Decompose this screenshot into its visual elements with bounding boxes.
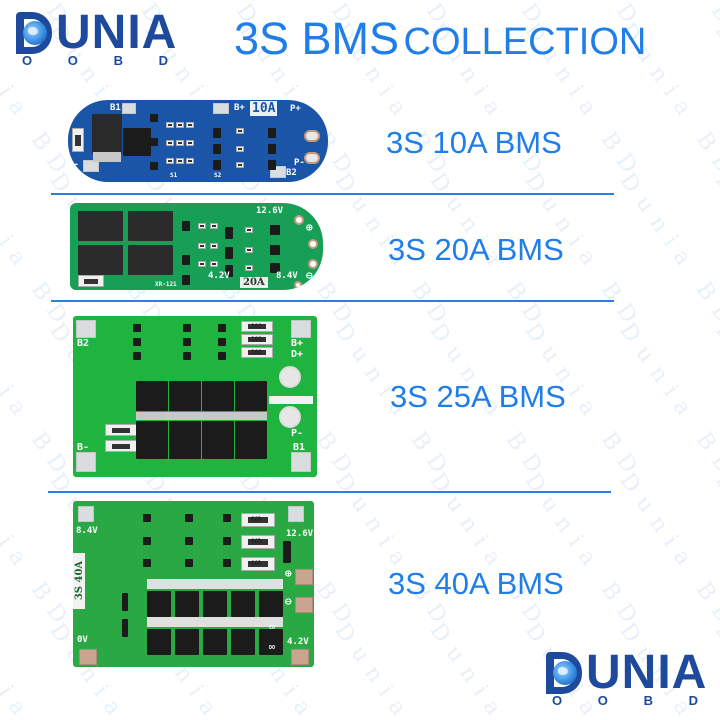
brand-logo-top: UNIA O O B D xyxy=(14,6,178,68)
product-image-10a: B1 B+ 10A P+ P- B2 B- S1 S2 xyxy=(68,100,328,182)
rating-10a: 10A xyxy=(250,101,278,116)
cart-globe-icon xyxy=(14,12,54,54)
brand-sub: O O B D xyxy=(22,53,168,68)
product-image-20a: 12.6V ⊕ ⊖ 4.2V 8.4V XR-121 20A xyxy=(70,203,323,290)
minus-icon: ⊖ xyxy=(306,269,313,282)
brand-name: UNIA xyxy=(56,6,178,59)
brand-logo-bottom: UNIA O O B D xyxy=(544,646,708,708)
minus-icon: ⊖ xyxy=(285,595,292,608)
product-label-40a: 3S 40A BMS xyxy=(388,566,564,601)
product-label-20a: 3S 20A BMS xyxy=(388,232,564,267)
rating-20a: 20A xyxy=(240,277,268,288)
brand-sub: O O B D xyxy=(552,693,698,708)
divider xyxy=(51,193,614,195)
product-image-25a: B2 B+ D+ P- B- B1 101 101 101 xyxy=(73,316,317,477)
cart-globe-icon xyxy=(544,652,584,694)
product-label-10a: 3S 10A BMS xyxy=(386,125,562,160)
product-image-40a: 3S 40A 8.4V 12.6V 0V 4.2V ⊕ ⊖ CO DO 0Ωh … xyxy=(73,501,314,667)
product-label-25a: 3S 25A BMS xyxy=(390,379,566,414)
divider xyxy=(48,491,611,493)
brand-name: UNIA xyxy=(586,646,708,699)
plus-icon: ⊕ xyxy=(306,221,313,234)
plus-icon: ⊕ xyxy=(285,567,292,580)
divider xyxy=(51,300,614,302)
rating-40a: 3S 40A xyxy=(74,560,86,601)
page-title: 3S BMS COLLECTION xyxy=(234,13,647,64)
